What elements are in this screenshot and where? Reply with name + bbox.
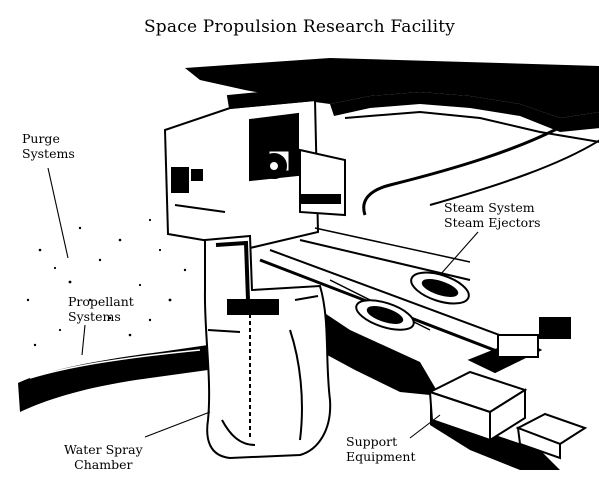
road-curve bbox=[18, 120, 599, 412]
label-propellant-systems: Propellant Systems bbox=[68, 294, 134, 324]
label-support-line2: Equipment bbox=[346, 449, 416, 464]
terrain-speckle bbox=[26, 218, 187, 347]
label-propellant-line1: Propellant bbox=[68, 294, 134, 309]
label-steam-line2: Steam Ejectors bbox=[444, 215, 541, 230]
support-buildings bbox=[427, 317, 588, 460]
spray-chamber bbox=[203, 234, 332, 460]
leader-lines bbox=[47, 167, 479, 439]
label-purge-line2: Systems bbox=[22, 146, 75, 161]
label-purge-systems: Purge Systems bbox=[22, 131, 75, 161]
label-purge-line1: Purge bbox=[22, 131, 60, 146]
label-support-equipment: Support Equipment bbox=[346, 434, 416, 464]
label-water-spray-line1: Water Spray bbox=[64, 442, 143, 457]
label-steam-system: Steam System Steam Ejectors bbox=[444, 200, 541, 230]
label-water-spray-line2: Chamber bbox=[74, 457, 133, 472]
label-support-line1: Support bbox=[346, 434, 398, 449]
road-top bbox=[185, 58, 599, 143]
diagram-title: Space Propulsion Research Facility bbox=[143, 17, 456, 37]
label-propellant-line2: Systems bbox=[68, 309, 121, 324]
label-water-spray-chamber: Water Spray Chamber bbox=[64, 442, 143, 472]
main-building bbox=[163, 86, 346, 250]
label-steam-line1: Steam System bbox=[444, 200, 535, 215]
steam-ejectors bbox=[355, 271, 470, 331]
